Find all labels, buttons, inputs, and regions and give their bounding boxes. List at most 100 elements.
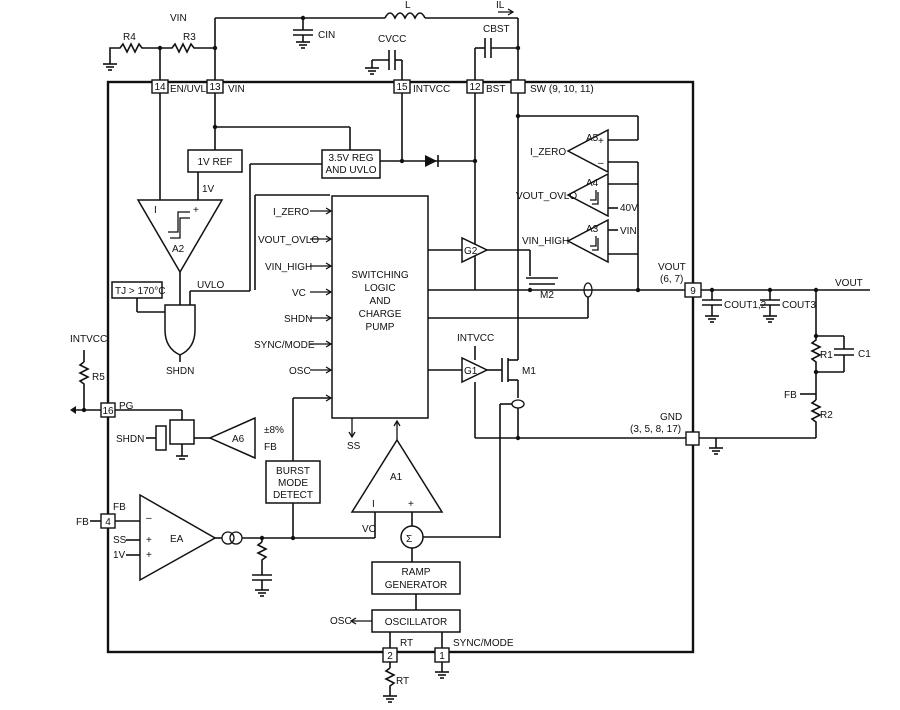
cin-label: CIN [318,30,335,41]
burst-mode-block [265,460,321,504]
r5-resistor [78,361,90,398]
pin-pg-label: PG [119,401,134,412]
r1-resistor [810,336,822,372]
sw-line4: CHARGE [359,309,402,320]
burst-line2: MODE [278,478,308,489]
one-v-label: 1V [202,184,215,195]
ea-plus1: + [146,535,152,546]
burst-line1: BURST [276,466,310,477]
r1-label: R1 [820,350,833,361]
sw-line2: LOGIC [364,283,395,294]
pin-sync-label: SYNC/MODE [453,638,514,649]
r2-label: R2 [820,410,833,421]
ea-ss-label: SS [113,535,127,546]
comp-resistor [256,541,268,566]
logic-input-osc: OSC [289,366,311,377]
a1-minus: I [372,499,375,510]
a5-minus: – [598,158,604,169]
a5-izero-label: I_ZERO [530,147,566,158]
ea-minus: – [146,513,152,524]
pg-mosfet-b [169,419,195,445]
a2-minus: I [154,205,157,216]
logic-input-vin-high: VIN_HIGH [265,262,312,273]
rt-res-label: RT [396,676,409,687]
pin-vin-label: VIN [228,84,245,95]
shdn2-label: SHDN [116,434,144,445]
vin-label: VIN [170,13,187,24]
pg-mosfet-a [155,425,167,451]
r3-label: R3 [183,32,196,43]
pin-12-number: 12 [469,82,481,93]
sw-line1: SWITCHING [351,270,408,281]
r2-resistor [810,399,822,438]
a3-label: A3 [586,224,599,235]
burst-line3: DETECT [273,490,313,501]
error-amp-ea [139,493,217,582]
vout-pin-numbers: (6, 7) [660,274,683,285]
pin-9-number: 9 [690,286,696,297]
a4-label: A4 [586,178,599,189]
vc-label: VC [362,524,376,535]
ea-plus2: + [146,550,152,561]
comparator-a6 [208,416,256,460]
comparator-a1 [350,438,444,513]
a5-plus: + [598,136,604,147]
gm-stage-b [229,531,243,545]
a3-vin-label: VIN [620,226,637,237]
intvcc-ext-label: INTVCC [70,334,107,345]
cvcc-label: CVCC [378,34,406,45]
a2-plus: + [193,205,199,216]
reg-line1: 3.5V REG [328,153,373,164]
pin-2-number: 2 [387,651,393,662]
comparator-a5 [566,128,609,174]
comparator-a4 [566,172,609,218]
diode [425,155,437,167]
vout-pin-label: VOUT [658,262,686,273]
pin-16-number: 16 [102,406,114,417]
ref-1v-text: 1V REF [197,157,232,168]
gate-driver-g1 [461,356,489,384]
inductor-l [384,12,426,20]
or-gate [164,304,196,356]
reg-3v5-block [321,149,381,179]
pin-rt-label: RT [400,638,413,649]
intvcc-g1-label: INTVCC [457,333,494,344]
hysteresis-icon-a4 [590,190,599,205]
fb-div-label: FB [784,390,797,401]
tj-label: TJ > 170°C [115,286,165,297]
hysteresis-icon [168,211,190,239]
shdn-label: SHDN [166,366,194,377]
a3-vin-high-label: VIN_HIGH [522,236,569,247]
m2-label: M2 [540,290,554,301]
a6-label: A6 [232,434,245,445]
pin-en-uvlo-label: EN/UVLO [170,84,214,95]
a4-40v-label: 40V [620,203,638,214]
gm-stage-a [221,531,235,545]
pin-gnd [685,431,700,446]
comparator-a3 [566,218,609,264]
ref-1v-block [187,149,243,173]
a5-label: A5 [586,133,599,144]
fb-a6-label: FB [264,442,277,453]
vout-ext-label: VOUT [835,278,863,289]
ea-label: EA [170,534,184,545]
ss-label: SS [347,441,361,452]
pin-15-number: 15 [396,82,408,93]
gnd-pin-numbers: (3, 5, 8, 17) [630,424,681,435]
g1-label: G1 [464,366,478,377]
inductor-label: L [405,0,411,11]
a1-label: A1 [390,472,403,483]
r4-label: R4 [123,32,136,43]
pin-4-number: 4 [105,517,111,528]
pin-fb-label: FB [113,502,126,513]
ea-1v-label: 1V [113,550,126,561]
current-sense-m1 [511,399,525,409]
a4-vout-ovlo-label: VOUT_OVLO [516,191,577,202]
gnd-pin-label: GND [660,412,682,423]
cout3-label: COUT3 [782,300,816,311]
c1-label: C1 [858,349,871,360]
fb-ext-label: FB [76,517,89,528]
ramp-line1: RAMP [402,567,431,578]
a1-plus: + [408,499,414,510]
